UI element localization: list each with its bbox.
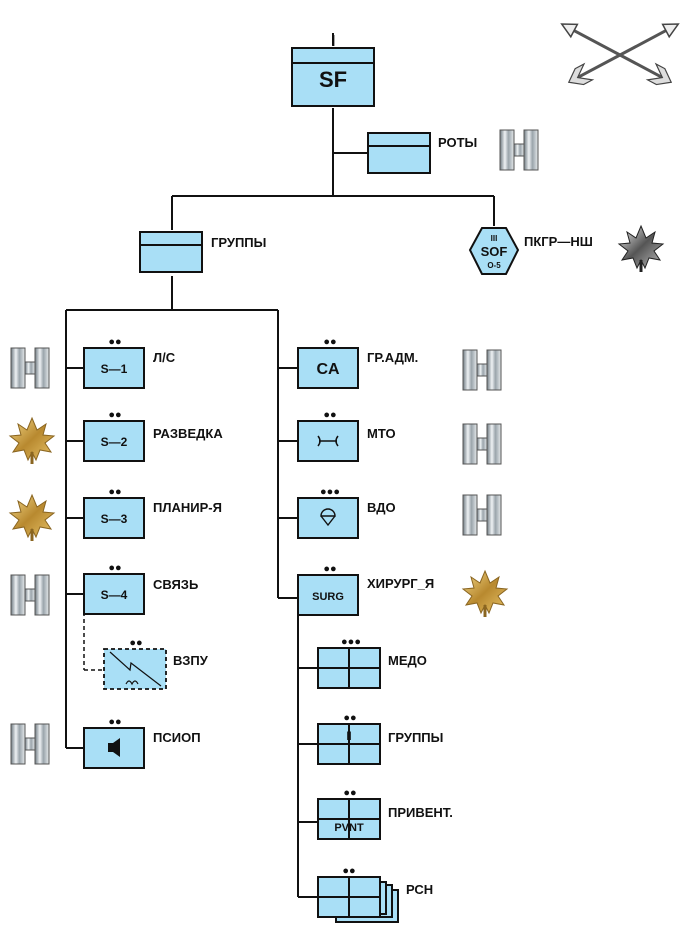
groups-unit: ГРУППЫ [139, 231, 266, 273]
silver-double-bar-icon [462, 423, 502, 465]
s3-label: ПЛАНИР-Я [153, 500, 222, 515]
pvnt-code: PVNT [334, 822, 364, 834]
s1-code: S—1 [101, 362, 128, 376]
s4-code: S—4 [101, 588, 128, 602]
connector-lines [65, 33, 495, 898]
staff-s2: ●● S—2 РАЗВЕДКА [8, 409, 223, 466]
airborne-label: ВДО [367, 500, 396, 515]
hq-rank-mark: I [331, 33, 335, 50]
s4-dots: ●● [108, 562, 121, 574]
staff-s3: ●● S—3 ПЛАНИР-Я [8, 486, 222, 543]
airborne-dots: ●●● [320, 486, 340, 498]
hq-unit: I SF [291, 33, 375, 107]
s3-dots: ●● [108, 486, 121, 498]
staff-s4: ●● S—4 СВЯЗЬ [10, 562, 198, 616]
med-groups: ●● || ГРУППЫ [317, 712, 443, 765]
staff-signal-platoon: ●● ВЗПУ [103, 637, 209, 690]
coil-icon [125, 680, 139, 686]
parachute-icon [320, 508, 336, 527]
s1-dots: ●● [108, 336, 121, 348]
med-groups-label: ГРУППЫ [388, 730, 443, 745]
silver-double-bar-icon [499, 129, 539, 171]
silver-double-bar-icon [10, 723, 50, 765]
silver-double-bar-icon [10, 574, 50, 616]
groups-label: ГРУППЫ [211, 235, 266, 250]
psyop-dots: ●● [108, 716, 121, 728]
crossed-arrows-icon [560, 23, 680, 86]
rsn-label: РСН [406, 882, 433, 897]
companies-unit: РОТЫ [367, 129, 539, 174]
signal-dots: ●● [129, 637, 142, 649]
silver-oak-leaf-icon [617, 224, 665, 274]
silver-double-bar-icon [462, 349, 502, 391]
surgeon-dots: ●● [323, 563, 336, 575]
staff-psyop: ●● ПСИОП [10, 716, 201, 769]
med-rsn: ●● РСН [317, 865, 433, 923]
loudspeaker-icon [108, 738, 120, 757]
s4-label: СВЯЗЬ [153, 577, 198, 592]
deputy-code: SOF [481, 244, 508, 259]
pvnt-label: ПРИВЕНТ. [388, 805, 453, 820]
companies-label: РОТЫ [438, 135, 477, 150]
med-det-dots: ●●● [341, 636, 361, 648]
staff-airborne: ●●● ВДО [297, 486, 502, 539]
logistics-label: МТО [367, 426, 396, 441]
med-groups-dots: ●● [343, 712, 356, 724]
staff-surgeon: ●● SURG ХИРУРГ_Я [297, 563, 509, 619]
staff-logistics: ●● МТО [297, 409, 502, 465]
deputy-rank-mark: III [491, 234, 498, 243]
logistics-dots: ●● [323, 409, 336, 421]
staff-s1: ●● S—1 Л/С [10, 336, 176, 389]
s3-code: S—3 [101, 512, 128, 526]
ca-dots: ●● [323, 336, 336, 348]
signal-label: ВЗПУ [173, 653, 209, 668]
surgeon-label: ХИРУРГ_Я [367, 576, 434, 591]
psyop-label: ПСИОП [153, 730, 201, 745]
s1-label: Л/С [153, 350, 176, 365]
silver-double-bar-icon [462, 494, 502, 536]
ca-label: ГР.АДМ. [367, 350, 418, 365]
silver-double-bar-icon [10, 347, 50, 389]
med-preventive: ●● PVNT ПРИВЕНТ. [317, 787, 453, 840]
pvnt-dots: ●● [343, 787, 356, 799]
ca-code: CA [316, 361, 340, 378]
s2-code: S—2 [101, 435, 128, 449]
gold-oak-leaf-icon [461, 569, 509, 619]
s2-dots: ●● [108, 409, 121, 421]
gold-oak-leaf-icon [8, 493, 56, 543]
gold-oak-leaf-icon [8, 416, 56, 466]
med-det-label: МЕДО [388, 653, 427, 668]
lightning-icon [109, 651, 162, 687]
med-detachment: ●●● МЕДО [317, 636, 427, 689]
hq-code: SF [319, 67, 347, 92]
staff-ca: ●● CA ГР.АДМ. [297, 336, 502, 391]
deputy-grade: O-5 [487, 261, 501, 270]
deputy-unit: III SOF O-5 ПКГР—НШ [468, 224, 665, 275]
s2-label: РАЗВЕДКА [153, 426, 223, 441]
sustainment-icon [317, 435, 339, 447]
rsn-dots: ●● [342, 865, 355, 877]
med-groups-mark: || [346, 730, 351, 740]
deputy-label: ПКГР—НШ [524, 234, 593, 249]
surgeon-code: SURG [312, 591, 344, 603]
